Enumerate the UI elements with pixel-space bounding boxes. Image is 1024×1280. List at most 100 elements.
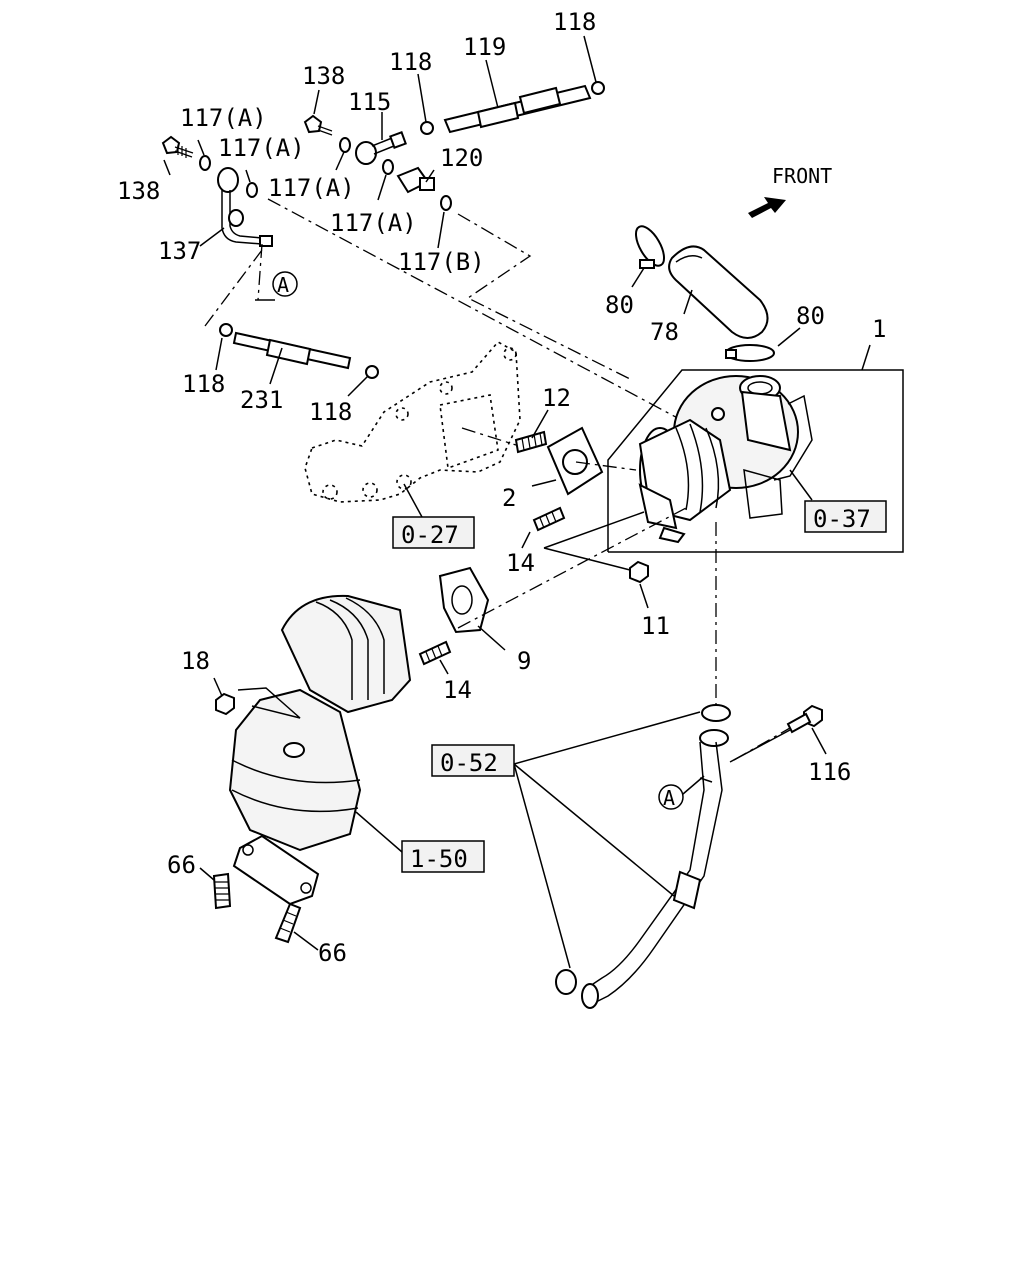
leader-231 <box>269 347 283 385</box>
leader-117a-4 <box>377 174 387 201</box>
leader-117a-1 <box>197 139 205 156</box>
svg-text:1-50: 1-50 <box>410 845 468 873</box>
label-138-top: 138 <box>302 62 345 90</box>
label-9: 9 <box>517 647 531 675</box>
turbo-assembly-frame <box>607 369 904 553</box>
svg-text:0-37: 0-37 <box>813 505 871 533</box>
leader-119 <box>485 59 499 109</box>
front-label: FRONT <box>772 164 832 188</box>
leader-9 <box>477 625 506 651</box>
hose-119 <box>443 84 592 134</box>
leader-138-left <box>163 159 171 176</box>
leader-80-right <box>777 327 801 347</box>
turbocharger-1 <box>638 375 813 544</box>
label-137: 137 <box>158 237 201 265</box>
callout-a-bottom-line <box>682 775 705 795</box>
washer-117a-2 <box>246 182 258 198</box>
svg-text:0-27: 0-27 <box>401 521 459 549</box>
callout-a-top-text: A <box>277 273 289 297</box>
svg-text:0-52: 0-52 <box>440 749 498 777</box>
ref-box-027[interactable]: 0-27 <box>392 516 475 549</box>
label-80-left: 80 <box>605 291 634 319</box>
leader-118-mid <box>417 73 427 123</box>
gasket-9 <box>438 566 490 634</box>
leader-150 <box>355 811 403 853</box>
leader-2 <box>531 479 557 487</box>
label-117a-3: 117(A) <box>268 174 355 202</box>
label-231: 231 <box>240 386 283 414</box>
leader-1 <box>861 344 871 371</box>
dash-link-120 <box>457 213 633 381</box>
bolt-116 <box>786 704 823 734</box>
bolt-138-top <box>303 114 333 136</box>
leader-116 <box>811 727 827 755</box>
label-1: 1 <box>872 315 886 343</box>
label-66-left: 66 <box>167 851 196 879</box>
leader-14-top <box>521 531 531 549</box>
hose-78 <box>668 245 769 339</box>
leader-78 <box>683 289 693 315</box>
ref-box-037[interactable]: 0-37 <box>804 500 887 533</box>
clamp-118-mid <box>420 121 434 135</box>
label-116: 116 <box>808 758 851 786</box>
dash-9 <box>457 507 687 629</box>
leader-118-bottom <box>347 375 369 397</box>
front-arrow-icon <box>748 197 786 218</box>
ref-box-052[interactable]: 0-52 <box>431 744 515 777</box>
dash-link-a <box>204 243 263 327</box>
label-120: 120 <box>440 144 483 172</box>
clamp-118-top <box>591 81 605 95</box>
dash-12 <box>461 427 517 446</box>
label-118-mid: 118 <box>389 48 432 76</box>
dash-2 <box>575 461 637 471</box>
label-14-bottom: 14 <box>443 676 472 704</box>
lines-14-top <box>543 511 645 571</box>
nut-18 <box>215 692 235 716</box>
leader-138-top <box>313 89 320 115</box>
bolt-138-left <box>161 135 194 158</box>
exhaust-manifold-outline <box>304 340 521 503</box>
leader-137 <box>199 227 225 247</box>
nut-11 <box>629 560 649 584</box>
leader-117b <box>437 211 445 249</box>
leader-66-left <box>199 867 215 881</box>
label-18: 18 <box>181 647 210 675</box>
label-118-top: 118 <box>553 8 596 36</box>
banjo-115 <box>355 131 407 165</box>
gasket-2 <box>546 426 604 496</box>
leader-120 <box>425 169 435 183</box>
leader-037 <box>789 469 813 501</box>
leader-117a-2 <box>245 169 251 183</box>
label-118-left: 118 <box>182 370 225 398</box>
clamp-80-left <box>635 225 665 269</box>
label-2: 2 <box>502 484 516 512</box>
label-80-right: 80 <box>796 302 825 330</box>
connector-120 <box>396 166 435 194</box>
dash-116 <box>733 727 791 761</box>
washer-117a-4 <box>382 159 394 175</box>
leader-12 <box>531 409 549 439</box>
leader-118-top <box>583 35 597 83</box>
label-66-right: 66 <box>318 939 347 967</box>
leader-18 <box>213 677 223 697</box>
callout-a-top <box>272 271 298 297</box>
leader-117a-3 <box>335 151 345 171</box>
label-11: 11 <box>641 612 670 640</box>
label-14-top: 14 <box>506 549 535 577</box>
stud-14-top <box>532 506 566 532</box>
washer-117a-3 <box>339 137 351 153</box>
label-117a-2: 117(A) <box>218 134 305 162</box>
label-117a-1: 117(A) <box>180 104 267 132</box>
oil-return-pipe <box>555 704 731 1009</box>
label-138-left: 138 <box>117 177 160 205</box>
stud-12 <box>514 430 548 454</box>
ref-box-150[interactable]: 1-50 <box>401 840 485 873</box>
clamp-80-right <box>725 344 775 362</box>
label-78: 78 <box>650 318 679 346</box>
leader-11 <box>639 583 649 609</box>
label-119: 119 <box>463 33 506 61</box>
label-115: 115 <box>348 88 391 116</box>
leader-66-right <box>293 931 319 951</box>
leader-027 <box>403 483 423 518</box>
